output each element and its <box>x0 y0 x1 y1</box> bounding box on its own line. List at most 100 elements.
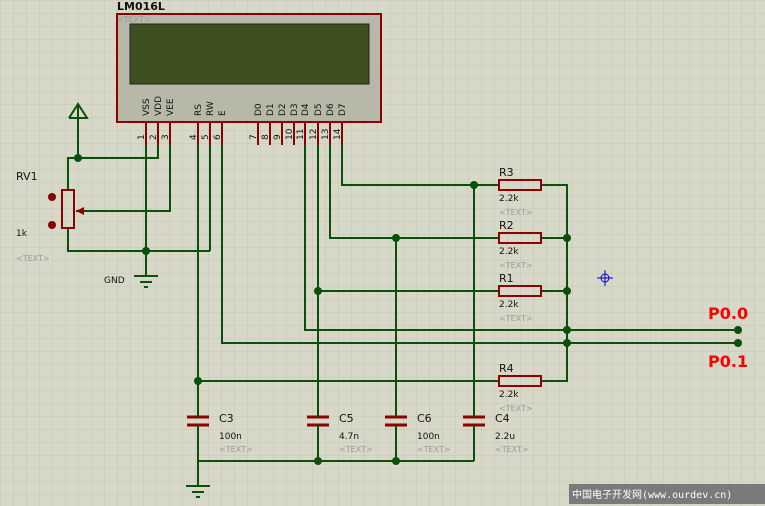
lcd-pin-name: D0 <box>254 103 264 116</box>
wire-res-bus <box>541 184 568 382</box>
capacitor-c5[interactable]: C5 4.7n <TEXT> <box>307 410 373 454</box>
resistor-body <box>498 285 542 297</box>
lcd-pin-number: 14 <box>333 128 343 140</box>
lcd-pin-name: RS <box>194 104 204 116</box>
resistor-value: 2.2k <box>499 390 519 400</box>
lcd-pin-number: 5 <box>201 134 211 140</box>
lcd-pin-name: D6 <box>326 103 336 116</box>
resistor-r4[interactable]: R4 2.2k <TEXT> <box>498 362 542 413</box>
junction <box>142 247 150 255</box>
lcd-pin-name: RW <box>206 101 216 116</box>
wire-vdd <box>78 145 159 159</box>
capacitor-placeholder: <TEXT> <box>495 445 529 454</box>
junctions <box>74 154 742 465</box>
capacitor-value: 100n <box>417 432 440 442</box>
junction <box>392 457 400 465</box>
lcd-pin-name: D5 <box>314 103 324 116</box>
lcd-pin-name: E <box>218 110 228 116</box>
junction <box>563 287 571 295</box>
resistor-value: 2.2k <box>499 300 519 310</box>
resistor-body <box>498 375 542 387</box>
power-terminal[interactable] <box>68 102 89 119</box>
pot-handle-down-icon[interactable] <box>48 221 56 229</box>
lcd-pin-number: 12 <box>309 129 319 140</box>
lcd-pin-name: D3 <box>290 103 300 116</box>
lcd-pin-number: 10 <box>285 128 295 140</box>
lcd-pin-number: 6 <box>213 134 223 140</box>
pot-ref: RV1 <box>16 170 38 183</box>
lcd-pin-name: VSS <box>142 98 152 116</box>
capacitor-c6[interactable]: C6 100n <TEXT> <box>385 410 451 454</box>
capacitor-value: 2.2u <box>495 432 515 442</box>
junction <box>563 326 571 334</box>
resistor-value: 2.2k <box>499 194 519 204</box>
pot-wiper-arrow-icon <box>76 207 84 215</box>
resistor-r1[interactable]: R1 2.2k <TEXT> <box>498 272 542 323</box>
lcd-name: LM016L <box>117 0 165 13</box>
capacitor-ref: C4 <box>495 412 510 425</box>
wire-d6 <box>329 145 499 239</box>
capacitor-ref: C6 <box>417 412 432 425</box>
capacitor-value: 100n <box>219 432 242 442</box>
capacitor-ref: C3 <box>219 412 234 425</box>
lcd-pins: VSS1VDD2VEE3RS4RW5E6D07D18D29D310D411D51… <box>137 96 348 145</box>
lcd-pin-number: 13 <box>321 129 331 140</box>
resistor-ref: R2 <box>499 219 514 232</box>
junction <box>314 287 322 295</box>
lcd-pin-name: VDD <box>154 96 164 116</box>
resistor-value: 2.2k <box>499 247 519 257</box>
junction <box>734 339 742 347</box>
lcd-pin-number: 1 <box>137 134 147 140</box>
pot-handle-up-icon[interactable] <box>48 193 56 201</box>
potentiometer-rv1[interactable]: RV1 1k <TEXT> <box>16 170 84 263</box>
resistor-ref: R3 <box>499 166 514 179</box>
junction <box>734 326 742 334</box>
junction <box>74 154 82 162</box>
capacitor-placeholder: <TEXT> <box>417 445 451 454</box>
wire-d4-p00 <box>304 145 738 331</box>
resistors: R3 2.2k <TEXT> R2 2.2k <TEXT> R1 2.2k <TEXT> R4 2.… <box>498 166 542 413</box>
resistor-r3[interactable]: R3 2.2k <TEXT> <box>498 166 542 217</box>
resistor-body <box>498 232 542 244</box>
resistor-placeholder: <TEXT> <box>499 208 533 217</box>
pot-placeholder: <TEXT> <box>16 254 50 263</box>
lcd-pin-number: 8 <box>261 134 271 140</box>
lcd-screen <box>129 23 370 85</box>
lcd-pin-number: 9 <box>273 134 283 140</box>
lcd-pin-number: 7 <box>249 134 259 140</box>
lcd-placeholder: <TEXT> <box>117 15 151 24</box>
wire-vee <box>76 145 171 212</box>
lcd-module[interactable]: LM016L <TEXT> VSS1VDD2VEE3RS4RW5E6D07D18… <box>116 0 382 145</box>
resistor-r2[interactable]: R2 2.2k <TEXT> <box>498 219 542 270</box>
lcd-pin-name: D4 <box>301 103 311 116</box>
pot-value: 1k <box>16 229 28 239</box>
capacitor-ref: C5 <box>339 412 354 425</box>
capacitor-placeholder: <TEXT> <box>219 445 253 454</box>
resistor-ref: R1 <box>499 272 514 285</box>
resistor-placeholder: <TEXT> <box>499 261 533 270</box>
gnd-terminal-bottom[interactable] <box>186 485 210 498</box>
gnd-label: GND <box>104 276 125 286</box>
watermark: 中国电子开发网(www.ourdev.cn) <box>572 488 732 501</box>
capacitor-c4[interactable]: C4 2.2u <TEXT> <box>463 410 529 454</box>
gnd-terminal-top[interactable] <box>134 275 158 288</box>
resistor-body <box>498 179 542 191</box>
junction <box>194 377 202 385</box>
pot-body <box>61 189 75 229</box>
wire-d7 <box>341 145 499 186</box>
capacitor-c3[interactable]: C3 100n <TEXT> <box>187 410 253 454</box>
resistor-placeholder: <TEXT> <box>499 404 533 413</box>
lcd-pin-name: D2 <box>278 103 288 116</box>
lcd-pin-number: 11 <box>296 129 306 140</box>
net-label-p00: P0.0 <box>708 304 748 323</box>
capacitor-placeholder: <TEXT> <box>339 445 373 454</box>
resistor-ref: R4 <box>499 362 514 375</box>
lcd-pin-number: 4 <box>189 134 199 140</box>
watermark-box <box>569 484 765 504</box>
resistor-placeholder: <TEXT> <box>499 314 533 323</box>
lcd-pin-number: 3 <box>161 134 171 140</box>
capacitor-value: 4.7n <box>339 432 359 442</box>
junction <box>563 234 571 242</box>
